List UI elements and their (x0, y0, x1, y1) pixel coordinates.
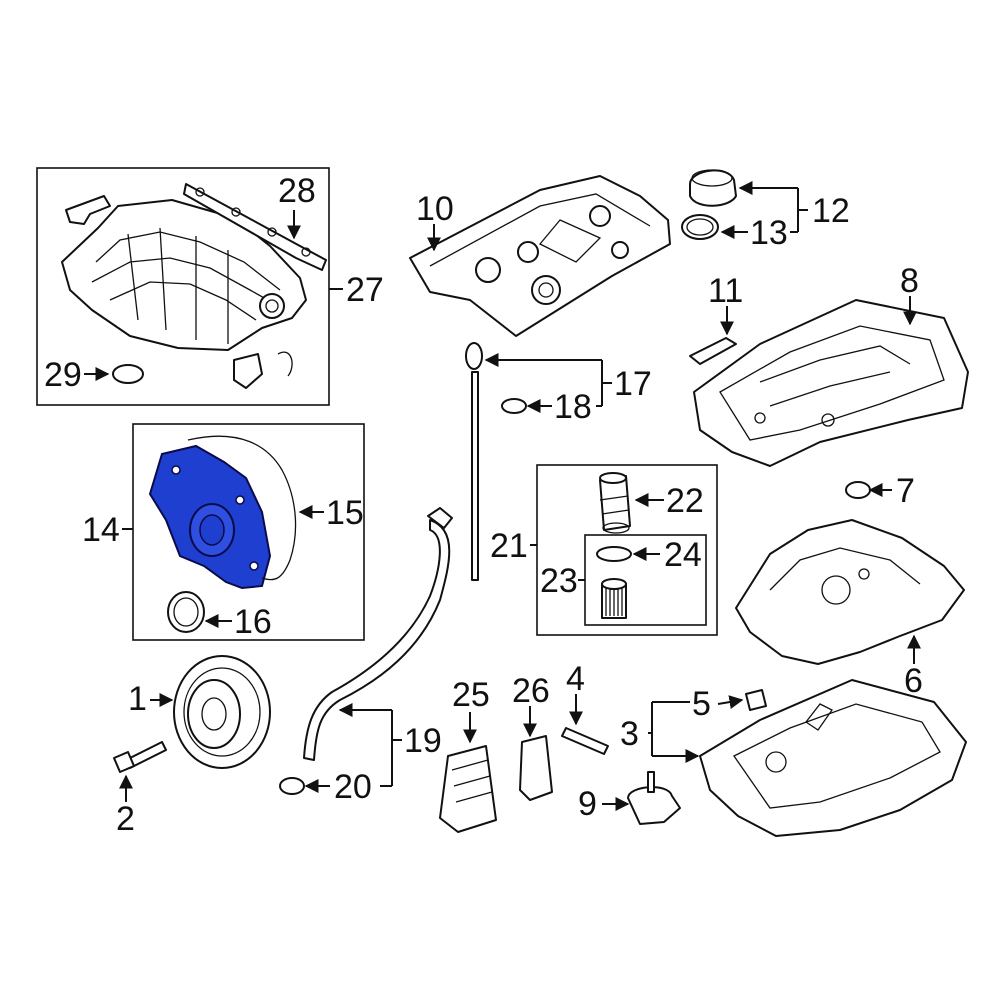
dipstick-tube[interactable] (303, 507, 453, 761)
callout-16: 16 (234, 603, 272, 641)
oil-level-sensor[interactable] (627, 771, 681, 825)
callout-19: 19 (404, 722, 442, 760)
leader-lines (84, 181, 921, 811)
oil-filter-housing-group-box (536, 464, 718, 636)
callout-11: 11 (708, 272, 743, 310)
dipstick-o-ring[interactable] (501, 398, 527, 414)
sealant-tube[interactable] (689, 337, 737, 365)
oil-dipstick[interactable] (465, 342, 483, 581)
oil-filter-element[interactable] (601, 578, 627, 619)
valve-cover[interactable] (409, 175, 671, 337)
callout-17: 17 (614, 365, 652, 403)
oil-pan-seal[interactable] (845, 481, 871, 499)
timing-cover-group-box (132, 423, 365, 641)
intake-manifold-gasket[interactable] (183, 183, 327, 271)
pulley-bolt[interactable] (113, 741, 167, 773)
oil-filter-o-ring[interactable] (596, 546, 632, 562)
callout-1: 1 (128, 680, 147, 718)
callout-3: 3 (620, 715, 639, 753)
callout-22: 22 (666, 482, 704, 520)
callout-15: 15 (326, 494, 364, 532)
oil-cooler[interactable] (439, 745, 497, 833)
callout-29: 29 (44, 356, 82, 394)
crankshaft-pulley[interactable] (173, 655, 271, 769)
callout-2: 2 (116, 800, 135, 838)
callout-26: 26 (512, 672, 550, 710)
callout-5: 5 (692, 685, 711, 723)
callout-12: 12 (812, 192, 850, 230)
oil-pan-upper[interactable] (693, 299, 969, 467)
oil-cooler-gasket[interactable] (519, 735, 553, 801)
callout-25: 25 (452, 676, 490, 714)
callout-20: 20 (334, 768, 372, 806)
timing-cover-seal-inner (173, 597, 199, 627)
dipstick-tube-seal[interactable] (279, 777, 305, 795)
oil-filter-housing[interactable] (599, 472, 631, 534)
intake-manifold[interactable] (61, 195, 307, 389)
callout-18: 18 (554, 388, 592, 426)
intake-manifold-group-box (36, 167, 330, 406)
intake-o-ring[interactable] (112, 364, 144, 384)
callout-8: 8 (900, 262, 919, 300)
callout-13: 13 (750, 214, 788, 252)
timing-cover-gasket[interactable] (187, 435, 297, 581)
oil-filler-cap-seal-inner (686, 218, 714, 236)
oil-pan-baffle[interactable] (735, 519, 965, 665)
callout-28: 28 (278, 172, 316, 210)
callout-9: 9 (578, 785, 597, 823)
callout-23: 23 (540, 562, 578, 600)
timing-cover[interactable] (148, 444, 272, 590)
oil-pan-lower[interactable] (699, 679, 967, 837)
callout-6: 6 (904, 662, 923, 700)
callout-7: 7 (896, 472, 915, 510)
callout-27: 27 (346, 271, 384, 309)
callout-14: 14 (82, 511, 120, 549)
callout-10: 10 (416, 190, 454, 228)
callout-21: 21 (490, 527, 528, 565)
oil-filler-cap[interactable] (689, 169, 737, 207)
callout-24: 24 (664, 536, 702, 574)
oil-drain-plug[interactable] (745, 689, 767, 711)
sealant-tube-2[interactable] (561, 727, 609, 755)
callout-4: 4 (566, 660, 585, 698)
